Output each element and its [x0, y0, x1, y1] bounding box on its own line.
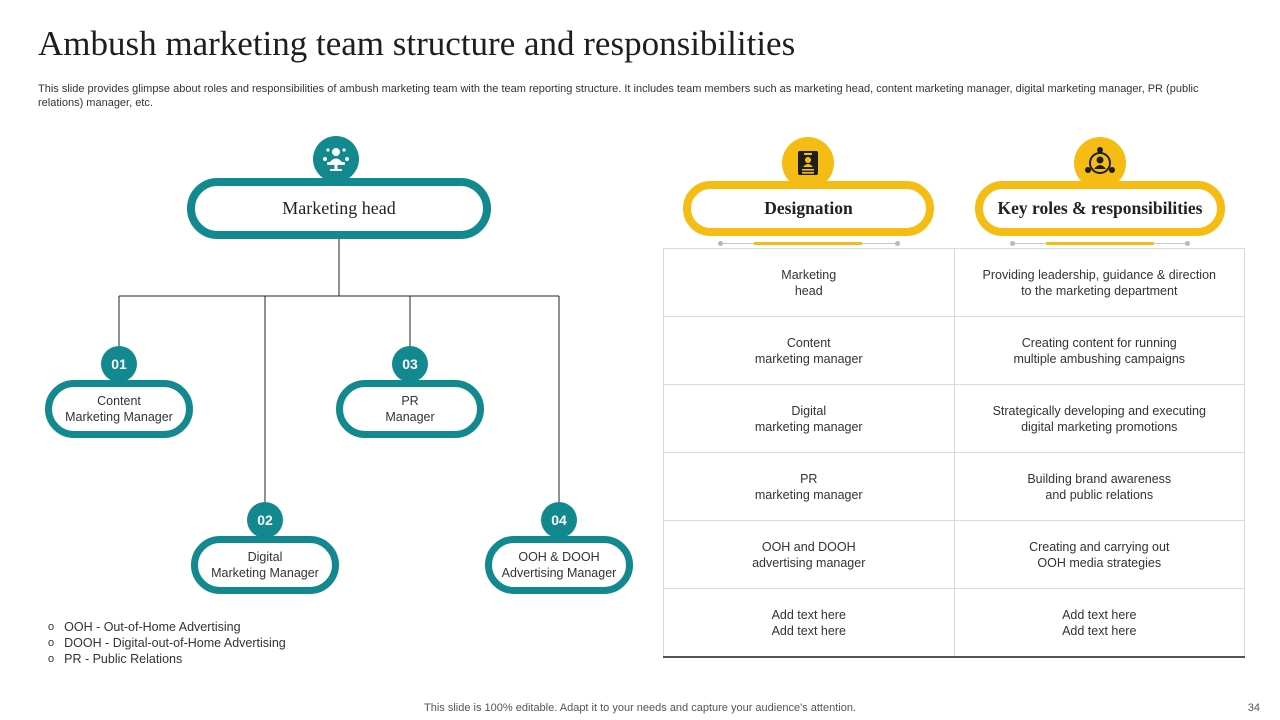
header-underline-deco	[718, 240, 900, 248]
role-node-digital-marketing: Digital Marketing Manager	[191, 536, 339, 594]
role-node-pr-manager: PR Manager	[336, 380, 484, 438]
role-line: Content	[97, 394, 141, 408]
responsibility-cell: Providing leadership, guidance & directi…	[953, 248, 1245, 317]
role-node-content-marketing: Content Marketing Manager	[45, 380, 193, 438]
responsibilities-header: Key roles & responsibilities	[975, 181, 1225, 236]
role-number-badge: 02	[247, 502, 283, 538]
team-gear-icon	[313, 136, 359, 182]
person-network-icon	[1074, 137, 1126, 189]
role-line: OOH & DOOH	[518, 550, 600, 564]
slide-footer: This slide is 100% editable. Adapt it to…	[424, 702, 856, 714]
marketing-head-node: Marketing head	[187, 178, 491, 239]
role-line: Manager	[385, 410, 435, 424]
designation-header: Designation	[683, 181, 934, 236]
header-underline-deco	[1010, 240, 1190, 248]
role-line: Marketing Manager	[211, 566, 319, 580]
role-number-badge: 03	[392, 346, 428, 382]
page-number: 34	[1247, 702, 1260, 714]
role-line: Marketing Manager	[65, 410, 173, 424]
slide-title: Ambush marketing team structure and resp…	[38, 24, 796, 63]
role-number-badge: 04	[541, 502, 577, 538]
role-number-badge: 01	[101, 346, 137, 382]
role-line: PR	[401, 394, 419, 408]
role-line: Digital	[247, 550, 283, 564]
role-node-ooh-dooh: OOH & DOOH Advertising Manager	[485, 536, 633, 594]
id-card-icon	[782, 137, 834, 189]
slide-subtitle: This slide provides glimpse about roles …	[38, 83, 1199, 109]
role-line: Advertising Manager	[501, 566, 617, 580]
